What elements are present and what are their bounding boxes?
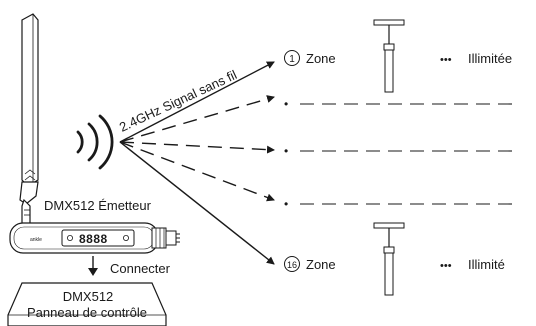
display-digits: 8888: [79, 232, 108, 246]
wireless-wave-icon: [76, 114, 114, 170]
antenna: [19, 13, 39, 225]
arrow-zone-1: [119, 61, 275, 143]
zone-16-number: 16: [287, 260, 297, 270]
zone-1-row: 1 Zone ••• Illimitée: [284, 19, 512, 93]
zone-16-row: 16 Zone ••• Illimité: [284, 222, 505, 296]
pendant-lamp-icon: [373, 19, 405, 93]
arrow-mid-3: [119, 141, 275, 202]
arrow-zone-16: [119, 141, 275, 265]
zone-1-unlimited: Illimitée: [468, 51, 512, 66]
connect-label: Connecter: [110, 261, 171, 276]
signal-arrows: [119, 61, 275, 265]
zone-16-unlimited: Illimité: [468, 257, 505, 272]
panel-line-1: DMX512: [63, 289, 114, 304]
connect-arrow: [88, 256, 98, 276]
zone-dot-3: •: [284, 197, 288, 211]
dmx-transmitter: ankle 8888: [9, 222, 180, 254]
zone-dot-1: •: [284, 97, 288, 111]
arrow-mid-2: [119, 141, 275, 154]
zone-1-number-circle: [284, 50, 300, 66]
zone-1-number: 1: [289, 54, 295, 65]
zone-16-ellipsis: •••: [440, 260, 452, 272]
arrow-mid-1: [119, 95, 275, 143]
zone-16-number-circle: [284, 256, 300, 272]
zone-16-label: Zone: [306, 257, 336, 272]
zone-1-ellipsis: •••: [440, 54, 452, 66]
zone-dot-2: •: [284, 144, 288, 158]
intermediate-zones: • • •: [284, 97, 520, 211]
pendant-lamp-icon: [373, 222, 405, 296]
panel-line-2: Panneau de contrôle: [27, 305, 147, 320]
display-panel: [61, 229, 135, 247]
transmitter-brand-mark: ankle: [30, 237, 42, 243]
zone-1-label: Zone: [306, 51, 336, 66]
transmitter-label: DMX512 Émetteur: [44, 198, 152, 213]
signal-label: 2.4GHz Signal sans fil: [117, 67, 239, 135]
dmx-control-panel: DMX512 Panneau de contrôle: [7, 282, 167, 326]
